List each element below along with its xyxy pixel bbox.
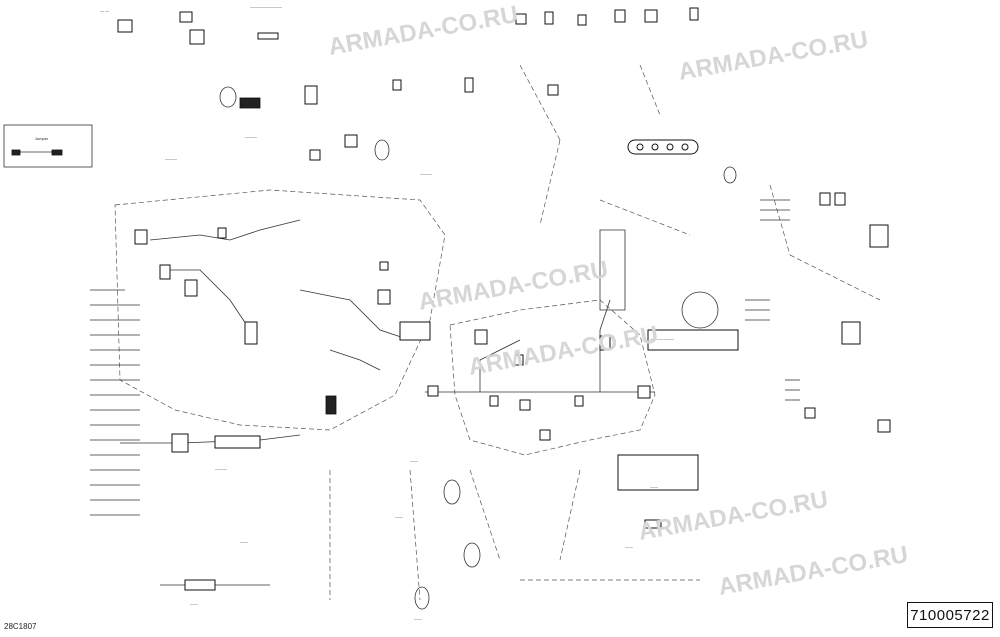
svg-text:——: —— (414, 616, 422, 621)
svg-text:——: —— (190, 601, 198, 606)
right-legend-list (745, 199, 800, 401)
svg-text:———: ——— (215, 466, 227, 471)
watermark-4: ARMADA-CO.RU (466, 321, 660, 381)
drawing-code: 28C1807 (4, 622, 37, 631)
jumper-inset-label: Jumper (35, 136, 49, 141)
jumper-connector-right (51, 149, 63, 156)
svg-text:— —: — — (100, 8, 109, 13)
svg-text:——: —— (650, 484, 658, 489)
svg-text:———: ——— (420, 171, 432, 176)
svg-text:——: —— (410, 458, 418, 463)
svg-text:——: —— (625, 544, 633, 549)
svg-text:——————: —————— (650, 336, 674, 341)
svg-text:————————: ———————— (250, 4, 282, 9)
svg-text:———: ——— (165, 156, 177, 161)
watermark-5: ARMADA-CO.RU (636, 486, 830, 546)
watermark-1: ARMADA-CO.RU (326, 1, 520, 61)
part-number-box: 710005722 (907, 602, 993, 628)
watermark-2: ARMADA-CO.RU (676, 26, 870, 86)
jumper-connector-left (11, 149, 21, 156)
watermark-6: ARMADA-CO.RU (716, 541, 910, 601)
left-legend-list (90, 289, 140, 516)
watermark-3: ARMADA-CO.RU (416, 256, 610, 316)
harness-outline-left (114, 189, 446, 431)
jumper-inset-box[interactable] (3, 124, 93, 168)
svg-text:——: —— (240, 539, 248, 544)
svg-text:———: ——— (245, 134, 257, 139)
svg-text:——: —— (395, 514, 403, 519)
harness-outline-center (449, 299, 656, 456)
